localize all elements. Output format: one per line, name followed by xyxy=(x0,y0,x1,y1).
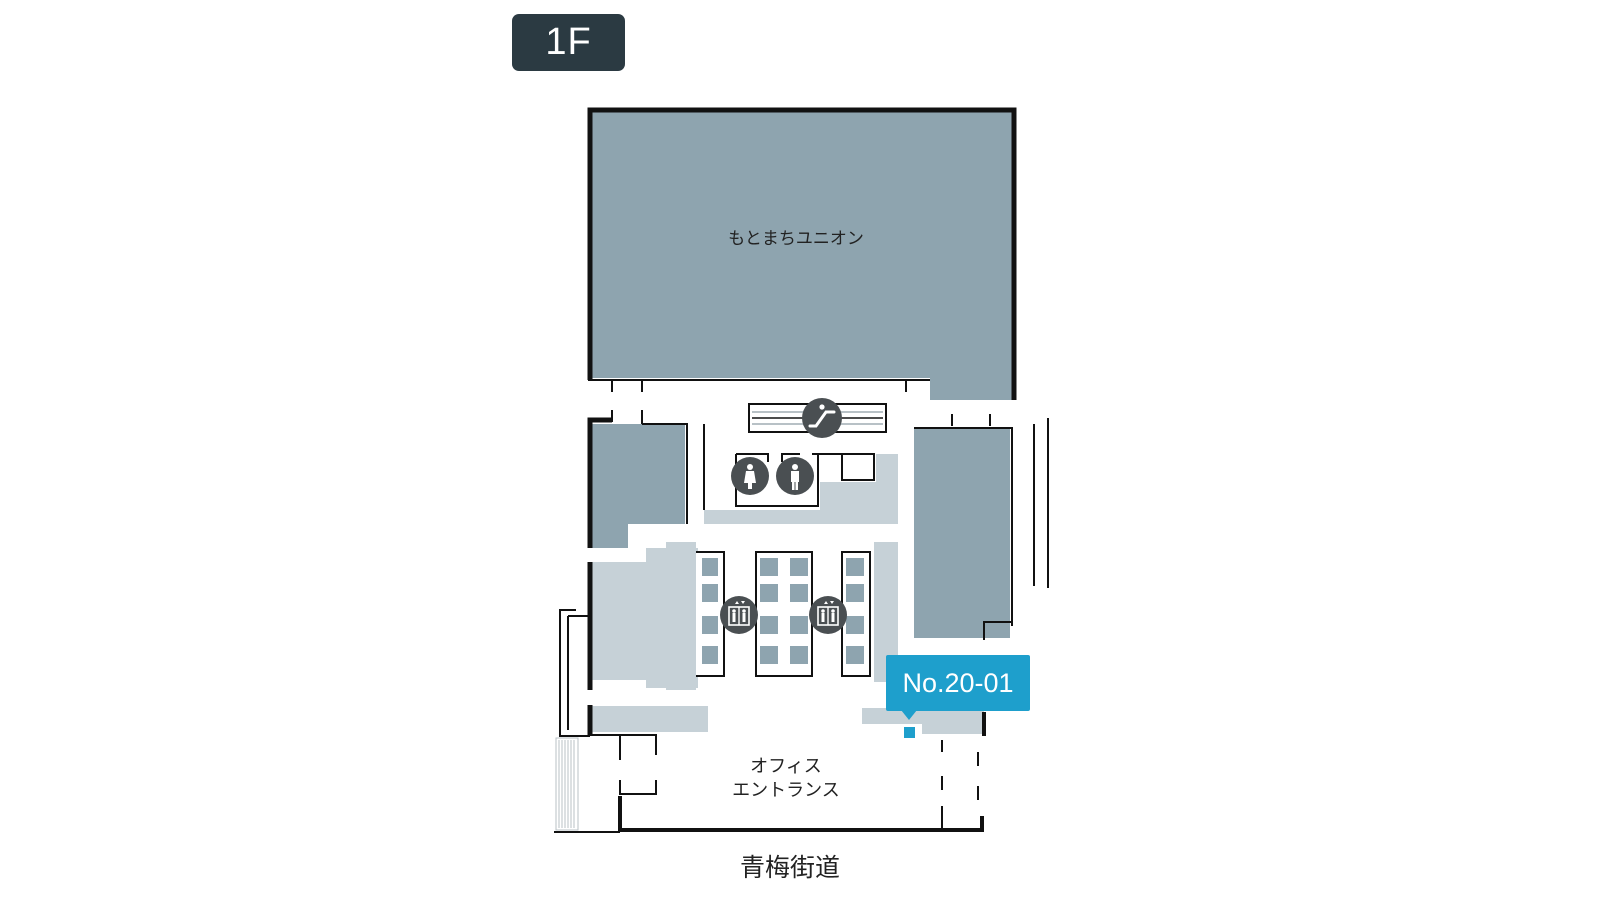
unit-callout[interactable]: No.20-01 xyxy=(886,655,1030,711)
wall xyxy=(812,453,875,481)
elevator-bank xyxy=(755,551,813,677)
elevator-icon xyxy=(809,596,847,634)
wall xyxy=(983,621,1012,640)
escalator-icon xyxy=(802,398,842,438)
tenant-left-upper-ext xyxy=(590,524,628,548)
floor-badge: 1F xyxy=(512,14,625,71)
tenant-main-area-ext xyxy=(930,378,1012,400)
tenant-main-area[interactable] xyxy=(590,112,1012,378)
restroom-male-icon xyxy=(776,457,814,495)
tenant-right[interactable] xyxy=(914,428,1010,638)
tenant-main-label: もとまちユニオン xyxy=(728,229,864,249)
entrance-label-line1: オフィス xyxy=(750,756,822,777)
restroom-female-icon xyxy=(731,457,769,495)
elevator-hall xyxy=(666,542,696,690)
wall xyxy=(619,780,657,795)
wall xyxy=(642,423,688,524)
wall xyxy=(781,453,800,462)
tenant-left-upper[interactable] xyxy=(590,424,685,524)
elevator-bank xyxy=(696,551,725,677)
wall xyxy=(587,107,1017,400)
highlight-unit[interactable] xyxy=(904,727,915,738)
wall xyxy=(736,453,769,462)
wall xyxy=(914,427,1013,626)
elevator-icon xyxy=(720,596,758,634)
wall xyxy=(618,796,984,832)
callout-pointer xyxy=(901,710,917,720)
common-area-left-bottom xyxy=(592,706,708,732)
wall xyxy=(588,734,657,755)
wall xyxy=(559,609,590,737)
road-label: 青梅街道 xyxy=(739,853,840,882)
common-area-right-bottom-2 xyxy=(922,708,984,734)
corridor-strip xyxy=(704,510,824,524)
entrance-label-line2: エントランス xyxy=(732,780,840,801)
wall xyxy=(587,417,612,548)
service-area-2 xyxy=(876,454,898,524)
